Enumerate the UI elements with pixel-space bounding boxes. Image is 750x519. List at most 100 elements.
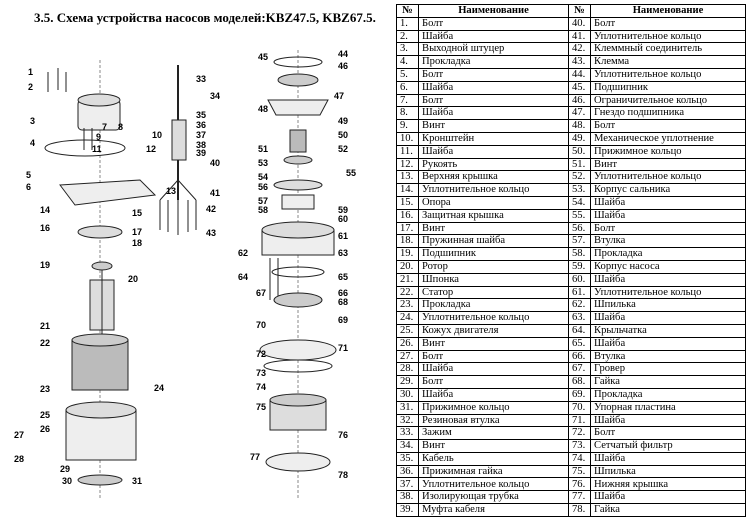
callout-71: 71 [338, 343, 348, 353]
part-number: 17. [396, 221, 419, 236]
part-name: Прокладка [590, 387, 746, 402]
callout-51: 51 [258, 144, 268, 154]
gasket-shape [44, 139, 126, 157]
bearing-shape [91, 261, 113, 271]
part-number: 25. [396, 323, 419, 338]
callout-11: 11 [92, 144, 102, 154]
callout-59: 59 [338, 205, 348, 215]
part-name: Шпилька [590, 298, 746, 313]
part-name: Втулка [590, 349, 746, 364]
part-number: 55. [568, 208, 591, 223]
part-number: 10. [396, 131, 419, 146]
callout-13: 13 [166, 186, 176, 196]
part-number: 4. [396, 55, 419, 69]
callout-27: 27 [14, 430, 24, 440]
part-number: 40. [568, 16, 591, 31]
part-number: 26. [396, 336, 419, 351]
thrust-plate-shape [259, 339, 337, 361]
part-name: Болт [418, 67, 569, 82]
part-name: Шайба [590, 311, 746, 325]
part-name: Крыльчатка [590, 323, 746, 338]
stator-shape [71, 339, 129, 391]
callout-20: 20 [128, 274, 138, 284]
part-name: Шайба [590, 208, 746, 223]
header-num2: № [568, 4, 591, 18]
callout-54: 54 [258, 172, 268, 182]
part-number: 9. [396, 119, 419, 133]
callout-14: 14 [40, 205, 50, 215]
part-name: Шайба [590, 490, 746, 505]
part-name: Шпилька [590, 464, 746, 479]
callout-2: 2 [28, 82, 33, 92]
part-number: 33. [396, 426, 419, 441]
callout-66: 66 [338, 288, 348, 298]
part-number: 53. [568, 183, 591, 197]
part-name: Шайба [590, 336, 746, 351]
part-name: Корпус сальника [590, 183, 746, 197]
callout-30: 30 [62, 476, 72, 486]
part-name: Нижняя крышка [590, 477, 746, 492]
callout-5: 5 [26, 170, 31, 180]
part-name: Болт [590, 119, 746, 133]
part-number: 70. [568, 400, 591, 415]
parts-table-header: № Наименование № Наименование [396, 4, 746, 18]
part-name: Винт [418, 119, 569, 133]
callout-62: 62 [238, 248, 248, 258]
part-name: Зажим [418, 426, 569, 441]
part-number: 45. [568, 80, 591, 95]
parts-table-container: № Наименование № Наименование 1. Болт 40. Б… [396, 4, 746, 517]
callout-36: 36 [196, 120, 206, 130]
header-name: Наименование [418, 4, 569, 18]
part-number: 31. [396, 400, 419, 415]
callout-39: 39 [196, 148, 206, 158]
callout-38: 38 [196, 140, 206, 150]
callout-78: 78 [338, 470, 348, 480]
callout-49: 49 [338, 116, 348, 126]
callout-28: 28 [14, 454, 24, 464]
part-name: Ротор [418, 259, 569, 274]
part-name: Шпонка [418, 272, 569, 287]
callout-29: 29 [60, 464, 70, 474]
callout-10: 10 [152, 130, 162, 140]
part-number: 60. [568, 272, 591, 287]
part-name: Статор [418, 285, 569, 300]
part-number: 48. [568, 119, 591, 133]
part-number: 77. [568, 490, 591, 505]
callout-55: 55 [346, 168, 356, 178]
callout-46: 46 [338, 61, 348, 71]
callout-67: 67 [256, 288, 266, 298]
part-number: 67. [568, 362, 591, 377]
callout-58: 58 [258, 205, 268, 215]
part-number: 41. [568, 29, 591, 44]
part-number: 1. [396, 16, 419, 31]
part-name: Уплотнительное кольцо [418, 311, 569, 325]
callout-63: 63 [338, 248, 348, 258]
part-number: 36. [396, 464, 419, 479]
part-name: Болт [418, 375, 569, 389]
part-number: 18. [396, 234, 419, 249]
header-num: № [396, 4, 419, 18]
part-name: Упорная пластина [590, 400, 746, 415]
part-number: 11. [396, 144, 419, 159]
callout-18: 18 [132, 238, 142, 248]
callout-7: 7 [102, 122, 107, 132]
callout-4: 4 [30, 138, 35, 148]
part-number: 62. [568, 298, 591, 313]
callout-3: 3 [30, 116, 35, 126]
